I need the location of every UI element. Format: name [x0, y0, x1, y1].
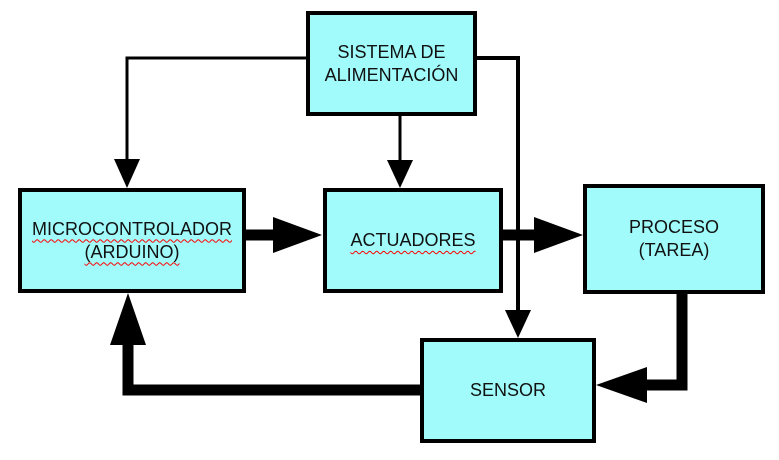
arrowhead-right-icon	[273, 217, 322, 253]
arrowhead-left-icon	[596, 367, 647, 403]
arrow-sistema-to-sensor	[476, 56, 531, 338]
arrowhead-down-icon	[114, 159, 140, 188]
arrowhead-up-icon	[110, 293, 146, 345]
arrow-sistema-to-microcontrolador	[114, 56, 306, 188]
box-label: PROCESO (TAREA)	[629, 216, 719, 262]
box-actuadores: ACTUADORES	[323, 188, 503, 293]
arrow-sensor-to-microcontrolador	[110, 293, 421, 396]
box-label: SENSOR	[470, 379, 546, 402]
arrowhead-down-icon	[387, 160, 413, 188]
box-label-line: SENSOR	[469, 380, 547, 400]
arrow-actuadores-to-proceso	[502, 217, 583, 253]
arrow-proceso-to-sensor	[596, 293, 688, 403]
arrowhead-right-icon	[534, 217, 583, 253]
box-label-line: ALIMENTACIÓN	[324, 64, 459, 85]
arrowhead-down-icon	[505, 310, 531, 338]
arrow-microcontrolador-to-actuadores	[245, 217, 322, 253]
box-label-line: PROCESO	[628, 217, 720, 237]
box-microcontrolador-arduino: MICROCONTROLADOR (ARDUINO)	[18, 188, 246, 293]
box-label-line: (TAREA)	[638, 240, 710, 260]
box-proceso-tarea: PROCESO (TAREA)	[583, 184, 765, 294]
arrow-sistema-to-actuadores	[387, 115, 413, 188]
box-label-line: (ARDUINO)	[84, 241, 180, 262]
box-label: SISTEMA DE ALIMENTACIÓN	[325, 41, 459, 87]
box-label-line: SISTEMA DE	[337, 41, 446, 62]
box-sensor: SENSOR	[420, 338, 596, 443]
box-sistema-de-alimentacion: SISTEMA DE ALIMENTACIÓN	[306, 11, 477, 116]
box-label-line: MICROCONTROLADOR	[31, 218, 232, 239]
box-label: MICROCONTROLADOR (ARDUINO)	[32, 218, 232, 264]
box-label: ACTUADORES	[350, 229, 475, 252]
box-label-line: ACTUADORES	[350, 230, 476, 250]
